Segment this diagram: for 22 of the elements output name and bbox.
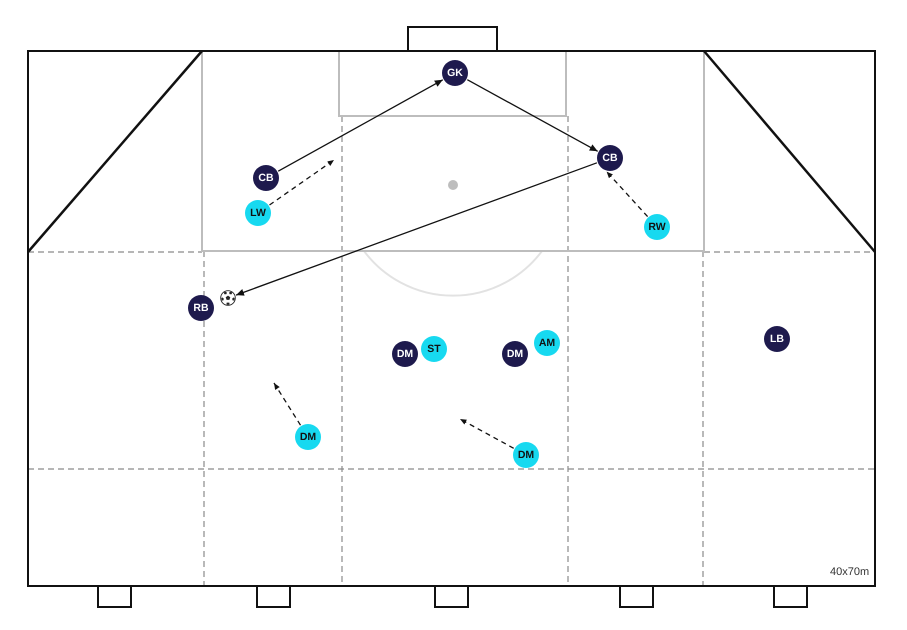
pitch-size-label: 40x70m	[830, 566, 870, 579]
player-marker: DM	[392, 341, 418, 367]
pass-arrow	[278, 79, 444, 172]
player-marker: DM	[295, 424, 321, 450]
player-marker: AM	[534, 330, 560, 356]
player-marker: ST	[421, 336, 447, 362]
dashed-run-arrow	[273, 382, 302, 426]
dashed-run-arrow	[460, 418, 514, 449]
player-marker: DM	[502, 341, 528, 367]
player-marker: RB	[188, 295, 214, 321]
player-marker: GK	[442, 60, 468, 86]
dashed-run-arrow	[606, 171, 648, 218]
player-marker: CB	[597, 145, 623, 171]
player-marker: LW	[245, 200, 271, 226]
player-marker: CB	[253, 165, 279, 191]
player-marker: LB	[764, 326, 790, 352]
player-marker: DM	[513, 442, 539, 468]
pass-arrow	[466, 79, 598, 152]
pass-arrow	[236, 162, 598, 296]
dashed-run-arrow	[269, 159, 334, 206]
soccer-ball-icon	[220, 290, 236, 306]
player-marker: RW	[644, 214, 670, 240]
